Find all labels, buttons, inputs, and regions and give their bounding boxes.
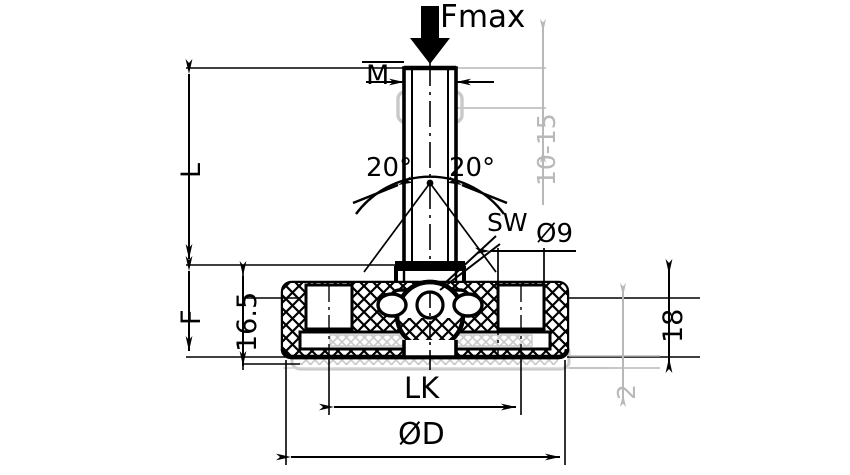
wrench-flat-label: SW xyxy=(487,208,528,237)
angle-left-label: 20° xyxy=(366,153,413,183)
fmax-label: Fmax xyxy=(440,0,526,35)
left-vertical-dimensions xyxy=(185,59,404,370)
hole-diameter-leader xyxy=(328,247,576,362)
threaded-stud xyxy=(402,60,458,370)
pad-thickness-label: 2 xyxy=(612,384,641,400)
tilt-angle-dimension xyxy=(352,175,508,273)
fmax-arrow xyxy=(410,6,450,64)
base-height-label: 16.5 xyxy=(232,291,263,352)
thread-label: M xyxy=(366,60,390,91)
hole-diameter-label: Ø9 xyxy=(536,219,574,249)
gray-dimensions xyxy=(540,19,660,407)
thread-dimension xyxy=(362,61,494,86)
right-vertical-dimension xyxy=(567,259,700,373)
bolt-circle-label: LK xyxy=(404,371,440,405)
foot-height-label: F xyxy=(176,309,207,325)
screw-engagement-label: 10-15 xyxy=(532,113,561,186)
plate-diameter-label: ØD xyxy=(398,417,445,452)
angle-right-label: 20° xyxy=(449,153,496,183)
overall-length-label: L xyxy=(176,162,207,178)
ball-joint xyxy=(376,279,484,359)
right-height-label: 18 xyxy=(658,308,689,343)
bottom-horizontal-dimensions xyxy=(276,360,566,465)
